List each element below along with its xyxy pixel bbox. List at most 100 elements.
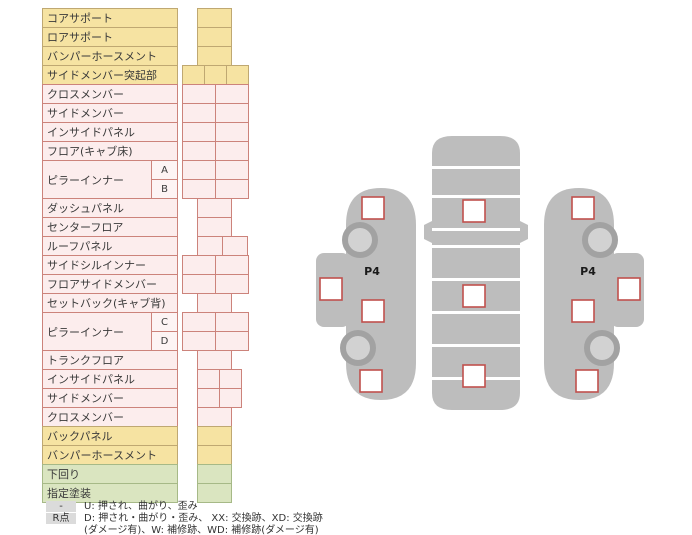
part-label: バックパネル [42,426,178,446]
check-square-left-sill[interactable] [319,277,343,301]
damage-cell[interactable] [197,350,232,370]
damage-cell[interactable] [219,369,242,389]
part-label: フロア(キャブ床) [42,141,178,161]
legend-text-u: U: 押され、曲がり、歪み [84,501,198,512]
damage-cell[interactable] [182,84,216,104]
car-left-side-view: P4 [316,188,416,400]
damage-cell[interactable] [197,8,232,28]
left-front-wheel [342,222,378,258]
car-top-view [424,136,528,410]
damage-cell[interactable] [197,388,220,408]
part-label: インサイドパネル [42,122,178,142]
damage-cell[interactable] [215,274,249,294]
damage-cell[interactable] [197,445,232,465]
rear-bumper-section [432,380,520,410]
check-square-hood[interactable] [462,199,486,223]
check-square-left-front-fender[interactable] [361,196,385,220]
car-right-side-view: P4 [544,188,644,400]
damage-cell[interactable] [182,122,216,142]
damage-cell[interactable] [197,27,232,47]
damage-cell[interactable] [215,255,249,275]
legend-row-rten: R点 D: 押され・曲がり・歪み、 XX: 交換跡、XD: 交換跡 (ダメージ有… [46,513,323,535]
part-label: ダッシュパネル [42,198,178,218]
damage-cell[interactable] [197,483,232,503]
damage-cell[interactable] [182,274,216,294]
check-square-left-door[interactable] [361,299,385,323]
part-label: バンパーホースメント [42,46,178,66]
damage-cell[interactable] [182,331,216,351]
part-label: 指定塗装 [42,483,178,503]
right-front-wheel [582,222,618,258]
left-mirror [424,221,432,243]
part-label: ロアサポート [42,27,178,47]
part-label: サイドメンバー突起部 [42,65,178,85]
damage-cell[interactable] [197,46,232,66]
legend-text-rten: D: 押され・曲がり・歪み、 XX: 交換跡、XD: 交換跡 (ダメージ有)、W… [84,513,323,535]
damage-cell[interactable] [197,217,232,237]
check-square-trunk[interactable] [462,364,486,388]
part-label: サイドシルインナー [42,255,178,275]
damage-cell[interactable] [215,312,249,332]
front-bumper-section [432,136,520,166]
part-label: セットバック(キャブ背) [42,293,178,313]
damage-cell[interactable] [197,293,232,313]
part-sublabel: A [151,160,178,180]
damage-cell[interactable] [197,236,223,256]
damage-cell[interactable] [182,179,216,199]
p4-label-right: P4 [580,265,596,278]
damage-cell[interactable] [215,122,249,142]
damage-cell[interactable] [204,65,227,85]
damage-cell[interactable] [182,103,216,123]
part-sublabel: D [151,331,178,351]
check-square-right-door[interactable] [571,299,595,323]
legend: - U: 押され、曲がり、歪み R点 D: 押され・曲がり・歪み、 XX: 交換… [46,501,323,535]
damage-cell[interactable] [215,141,249,161]
left-side-body [346,188,416,400]
part-label: バンパーホースメント [42,445,178,465]
legend-symbol-dash: - [46,501,76,512]
damage-cell[interactable] [182,65,205,85]
part-label: トランクフロア [42,350,178,370]
roof-front-section [432,231,520,245]
damage-cell[interactable] [197,426,232,446]
damage-cell[interactable] [197,464,232,484]
part-label: コアサポート [42,8,178,28]
damage-cell[interactable] [182,160,216,180]
damage-cell[interactable] [215,331,249,351]
check-square-roof[interactable] [462,284,486,308]
damage-cell[interactable] [215,103,249,123]
part-label: サイドメンバー [42,388,178,408]
check-square-right-sill[interactable] [617,277,641,301]
part-sublabel: C [151,312,178,332]
legend-text-rten-line2: (ダメージ有)、W: 補修跡、WD: 補修跡(ダメージ有) [84,525,319,535]
check-square-right-front-fender[interactable] [571,196,595,220]
part-label: ピラーインナー [42,160,152,199]
damage-cell[interactable] [219,388,242,408]
part-sublabel: B [151,179,178,199]
damage-cell[interactable] [182,141,216,161]
check-square-left-rear-fender[interactable] [359,369,383,393]
check-square-right-rear-fender[interactable] [575,369,599,393]
damage-cell[interactable] [215,84,249,104]
part-label: センターフロア [42,217,178,237]
damage-cell[interactable] [226,65,249,85]
hood-section [432,169,520,195]
damage-cell[interactable] [197,407,232,427]
part-label: クロスメンバー [42,84,178,104]
part-label: クロスメンバー [42,407,178,427]
roof-section-3 [432,314,520,344]
damage-cell[interactable] [222,236,248,256]
damage-cell[interactable] [197,369,220,389]
damage-cell[interactable] [182,312,216,332]
damage-cell[interactable] [197,198,232,218]
damage-cell[interactable] [215,179,249,199]
legend-text-rten-line1: D: 押され・曲がり・歪み、 XX: 交換跡、XD: 交換跡 [84,513,323,524]
right-side-body [544,188,614,400]
legend-row-u: - U: 押され、曲がり、歪み [46,501,323,512]
right-mirror [520,221,528,243]
part-label: インサイドパネル [42,369,178,389]
right-rear-wheel [584,330,620,366]
damage-cell[interactable] [182,255,216,275]
damage-cell[interactable] [215,160,249,180]
